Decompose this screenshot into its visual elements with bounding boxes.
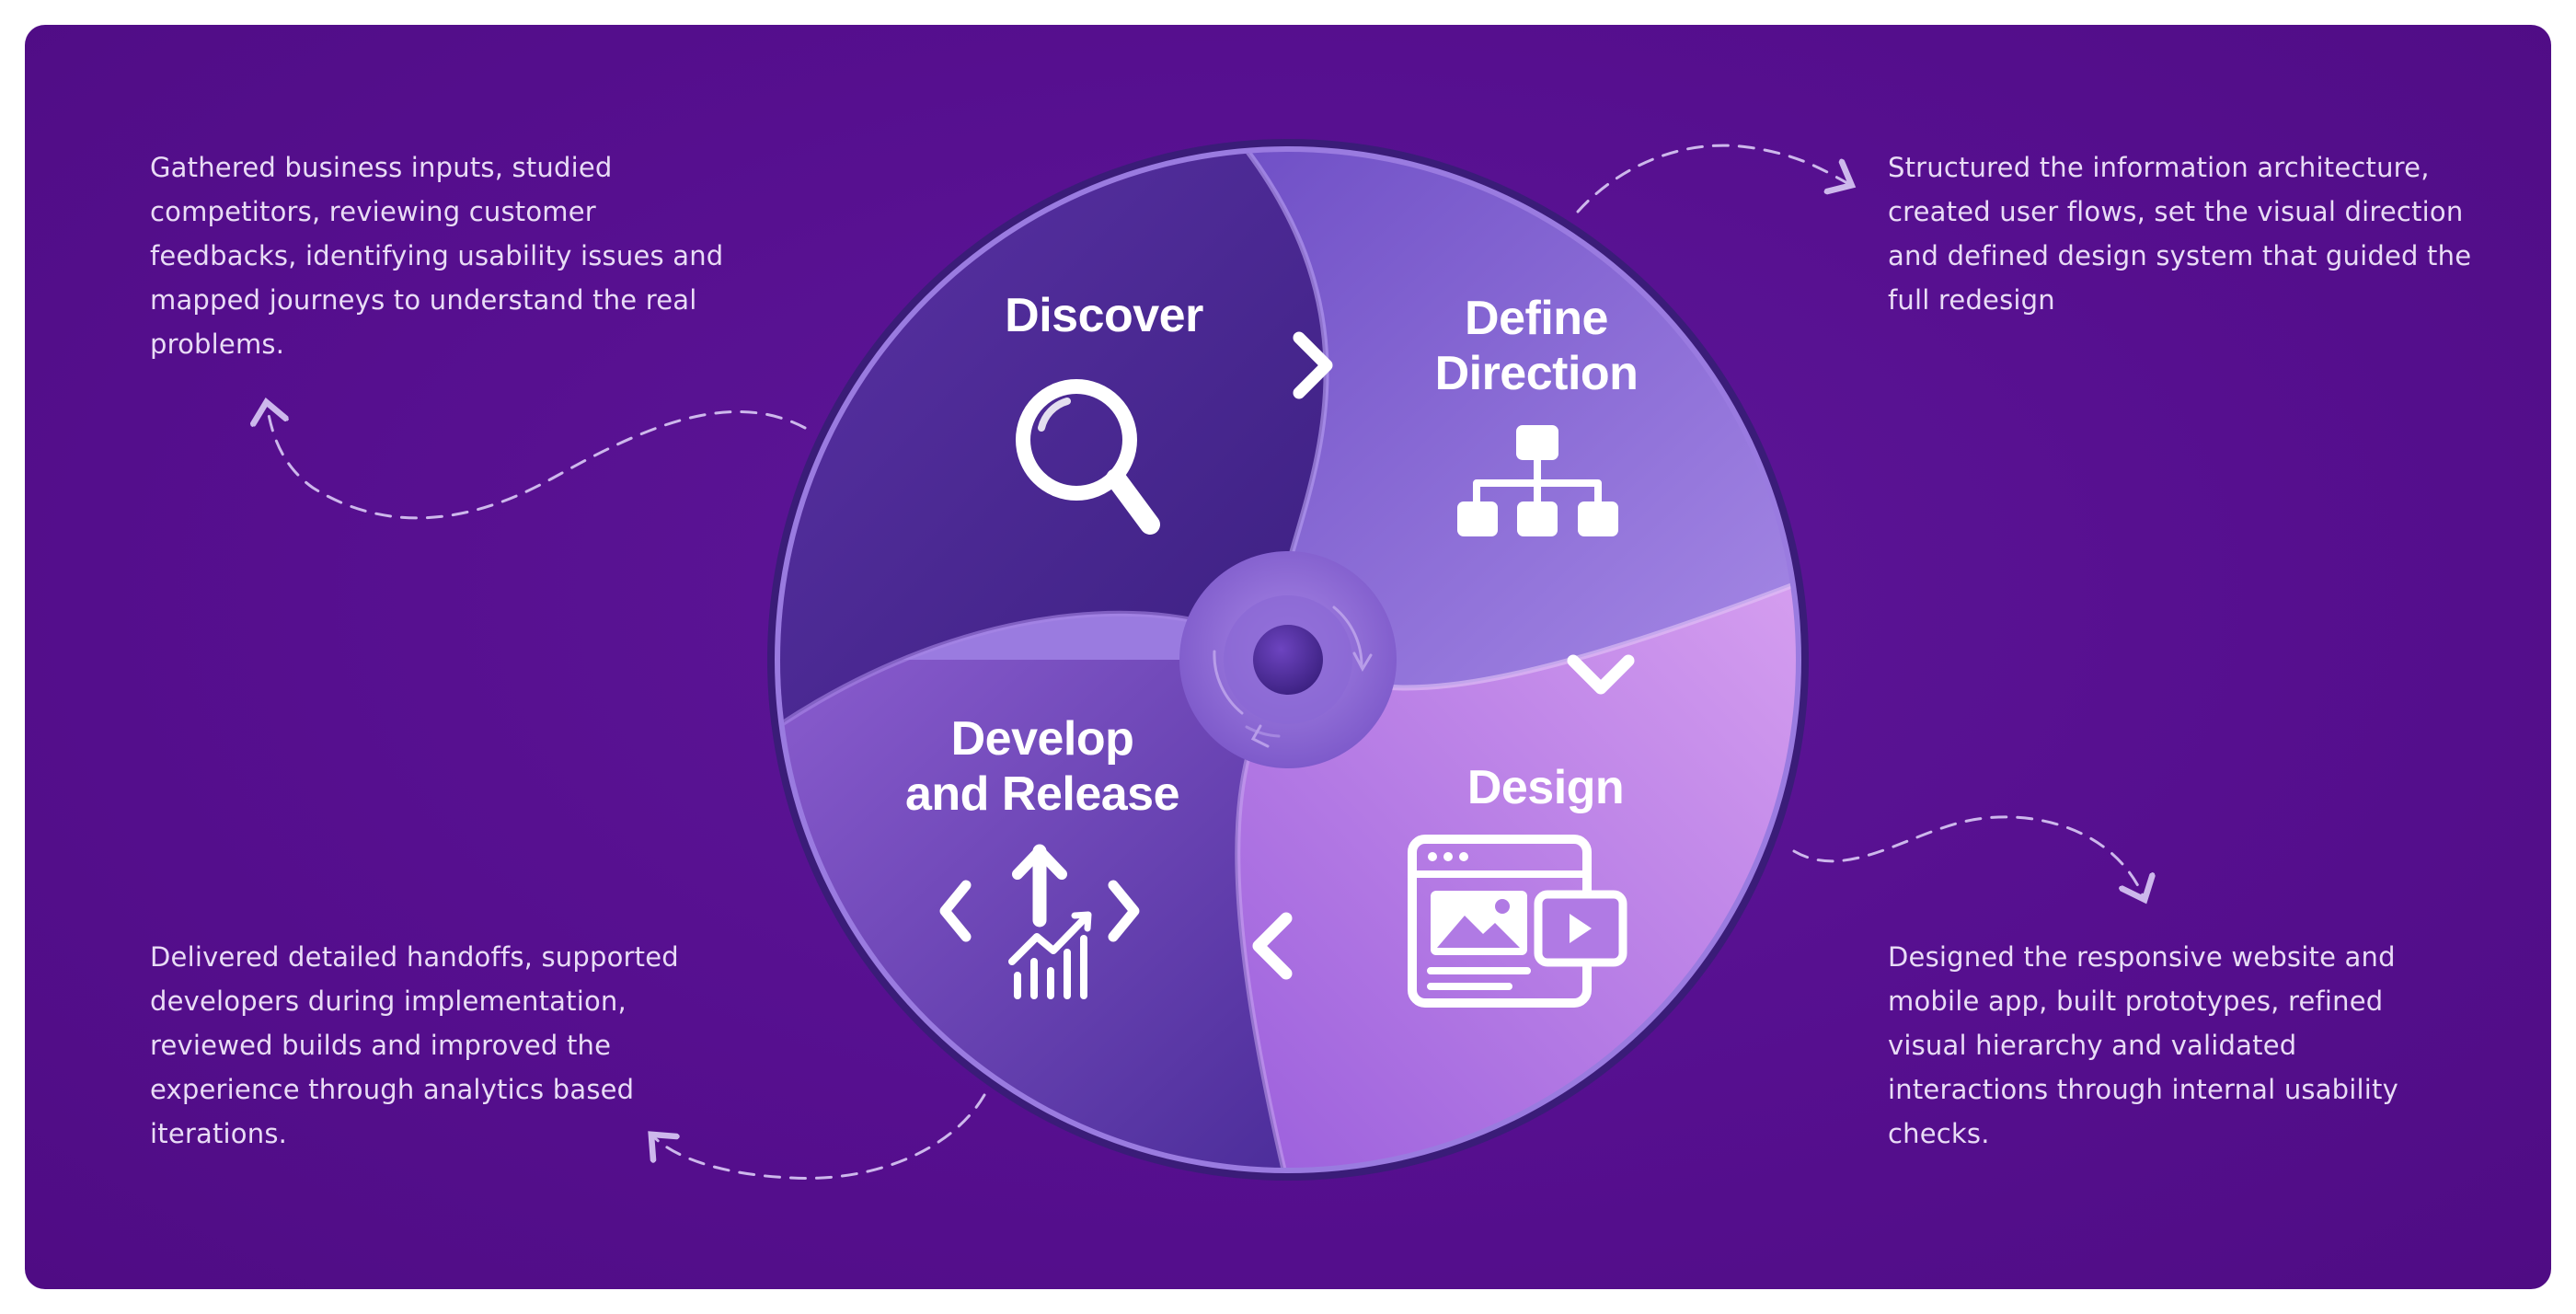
chevron-right-icon [1293,331,1333,399]
magnifier-icon [1016,379,1160,535]
define-description: Structured the information architecture,… [1888,152,2472,316]
develop-title-line1: Develop [951,712,1134,766]
browser-media-icon [1408,835,1627,1008]
sitemap-icon [1457,425,1618,536]
define-title-line2: Direction [1435,347,1639,400]
discover-title: Discover [1005,289,1203,342]
define-title-line1: Define [1465,292,1608,345]
design-title: Design [1467,761,1624,814]
code-release-growth-icon [939,844,1140,999]
develop-description: Delivered detailed handoffs, supported d… [150,941,679,1149]
cycle-arrows-icon [1213,605,1373,748]
connector-arrow-develop [653,1093,986,1180]
discover-description: Gathered business inputs, studied compet… [150,152,724,360]
design-description: Designed the responsive website and mobi… [1888,941,2398,1149]
connector-arrow-define [1576,144,1849,213]
connector-arrow-discover [267,405,807,520]
connector-arrow-design [1792,815,2144,897]
chevron-down-icon [1567,654,1635,695]
chevron-left-icon [1252,912,1293,980]
develop-title-line2: and Release [905,767,1179,821]
center-hub-core [1253,625,1323,695]
